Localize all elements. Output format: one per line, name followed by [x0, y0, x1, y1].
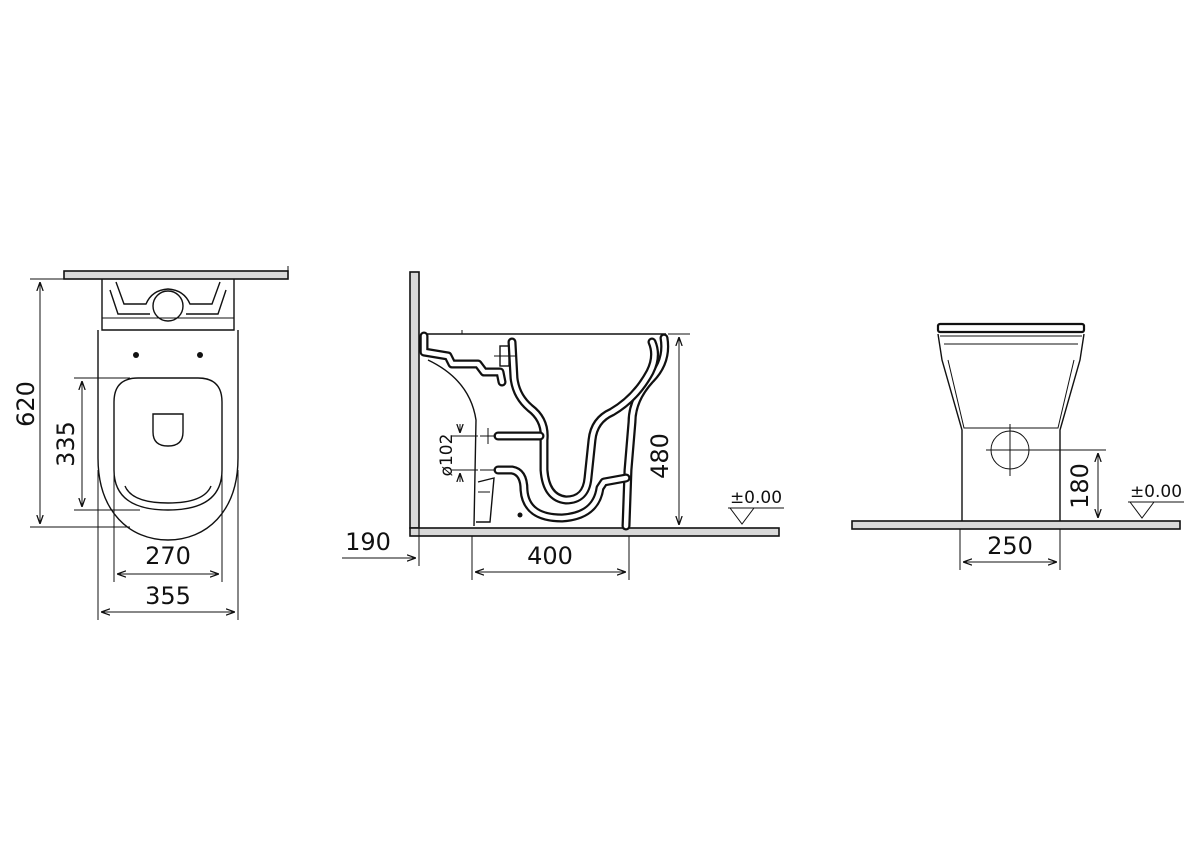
dim-depth: 620: [12, 381, 40, 427]
top-view-bowl-opening: [152, 413, 184, 447]
top-view-cistern: [101, 279, 235, 331]
dim-base-width: 250: [987, 532, 1033, 560]
front-view: 180 ±0.00 250: [851, 322, 1184, 570]
floor-level-front: ±0.00: [1130, 482, 1182, 502]
floor-level-marker-front: ±0.00: [1128, 482, 1184, 519]
top-view-wall: [63, 270, 289, 280]
fixing-hole-left-icon: [133, 352, 139, 358]
side-view: ø102 480 ±0.00 190 400: [342, 271, 784, 580]
dim-projection: 400: [527, 542, 573, 570]
dim-seat-depth: 335: [52, 421, 80, 467]
front-view-floor: [851, 520, 1181, 530]
side-view-outlet: [493, 431, 631, 523]
top-view-bowl: [97, 330, 239, 541]
top-view-seat: [113, 377, 223, 511]
top-view: 620 335 270 355: [12, 266, 289, 620]
flush-button-icon: [152, 290, 184, 322]
dim-outlet-height: 180: [1066, 463, 1094, 509]
dim-outlet-diameter: ø102: [437, 434, 457, 477]
side-view-floor: [409, 527, 780, 537]
dim-height: 480: [646, 433, 674, 479]
fixing-screw-icon: [517, 512, 523, 518]
fixing-hole-right-icon: [197, 352, 203, 358]
side-view-wall: [409, 271, 420, 529]
dim-seat-width: 270: [145, 542, 191, 570]
floor-level-marker-side: ±0.00: [728, 488, 784, 525]
dim-wall-distance: 190: [345, 528, 391, 556]
floor-level-side: ±0.00: [730, 488, 782, 508]
front-view-bowl: [937, 333, 1085, 521]
dim-total-width: 355: [145, 582, 191, 610]
front-view-seat: [936, 322, 1086, 334]
